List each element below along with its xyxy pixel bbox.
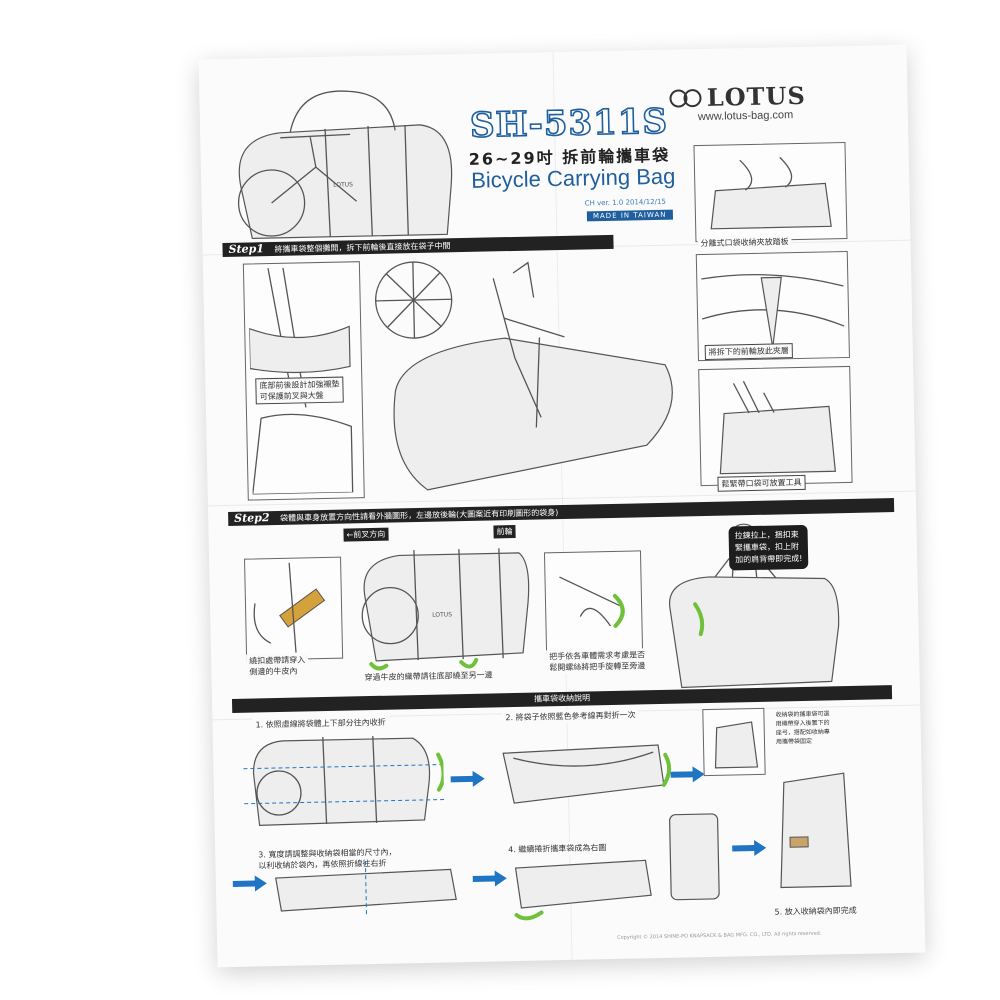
made-in-badge: MADE IN TAIWAN xyxy=(586,209,673,222)
rolled-bag-illustration xyxy=(669,813,720,901)
caption-handle: 把手依各車體需求考慮是否 鬆開螺絲將把手旋轉至旁邊 xyxy=(546,648,649,675)
storage-step1: 1. 依照虛線將袋體上下部分往內收折 xyxy=(252,715,389,732)
bike-on-bag-illustration xyxy=(375,261,673,491)
pocket-illustration xyxy=(710,156,832,230)
fold-step4-illustration xyxy=(514,859,652,921)
wheel-layer-panel xyxy=(695,250,850,362)
fold-step3-illustration xyxy=(275,861,457,917)
copyright-text: Copyright © 2014 SHINE-PO KNAPSACK & BAG… xyxy=(616,930,822,941)
packed-bag-illustration: LOTUS xyxy=(361,548,530,671)
svg-text:LOTUS: LOTUS xyxy=(333,181,353,188)
caption-strap: 繞扣處帶請穿入 側邊的牛皮內 xyxy=(246,653,309,679)
step2-text: 袋體與車身放置方向性請看外牆圖形，左邊放後輪(大圖案近有印刷圖形的袋身) xyxy=(280,508,559,523)
lotus-logo-icon xyxy=(683,88,702,108)
caption-wheel: 將拆下的前輪放此夾層 xyxy=(704,343,793,360)
arrow-icon xyxy=(232,875,267,892)
caption-protect: 底部前後設計加強襯墊 可保護前叉與大盤 xyxy=(255,376,344,405)
instruction-sheet: LOTUS www.lotus-bag.com SH-5311S 26~29吋 … xyxy=(198,44,926,968)
tool-pocket-panel xyxy=(698,365,853,487)
tool-pocket-illustration xyxy=(719,380,836,475)
model-number: SH-5311S xyxy=(469,101,669,147)
wheel-layer-illustration xyxy=(701,273,845,348)
svg-text:LOTUS: LOTUS xyxy=(432,611,452,618)
caption-leather: 穿過牛皮的織帶請往底部繞至另一邊 xyxy=(361,668,496,685)
handle-panel xyxy=(543,550,644,655)
step1-label: Step1 xyxy=(228,242,265,256)
arrow-icon xyxy=(732,840,767,857)
pouch-note: 收納袋的攜車袋可選 用織帶穿入後置下的 座弓，搭配如收納專 用攜帶袋固定 xyxy=(772,708,834,748)
pedal-pocket-panel xyxy=(693,141,848,243)
fold-step1-illustration xyxy=(243,735,445,827)
strap-panel xyxy=(244,556,344,661)
brand-logo: LOTUS xyxy=(669,81,806,113)
pouch-detail-panel xyxy=(702,707,766,777)
arrow-icon xyxy=(670,766,705,783)
brand-name: LOTUS xyxy=(706,80,807,112)
handle-illustration xyxy=(559,576,625,628)
version-text: CH ver. 1.0 2014/12/15 xyxy=(584,197,666,208)
storage-step2: 2. 將袋子依照藍色參考線再對折一次 xyxy=(502,708,639,725)
step2-label: Step2 xyxy=(234,511,270,525)
pouch-detail-illustration xyxy=(714,721,759,769)
storage-title: 攜車袋收納說明 xyxy=(533,693,591,704)
caption-split-pocket: 分離式口袋收納夾放踏板 xyxy=(697,235,792,251)
strap-illustration xyxy=(253,562,326,653)
fold-step2-illustration xyxy=(502,744,672,804)
brand-url: www.lotus-bag.com xyxy=(697,109,794,124)
title-english: Bicycle Carrying Bag xyxy=(470,163,676,193)
step1-text: 將攜車袋整個攤開，拆下前輪後直接放在袋子中間 xyxy=(274,241,451,254)
storage-pouch-illustration xyxy=(780,772,852,889)
arrow-icon xyxy=(450,770,485,787)
caption-tools: 鬆緊帶口袋可放置工具 xyxy=(717,474,806,492)
storage-step5: 5. 放入收納袋內即完成 xyxy=(771,903,860,919)
arrow-icon xyxy=(472,870,507,887)
bag-with-bike-illustration: LOTUS xyxy=(237,90,453,240)
callout-finish: 拉鍊拉上，捆扣束 緊攜車袋，扣上附 加的肩背帶即完成! xyxy=(728,524,809,571)
